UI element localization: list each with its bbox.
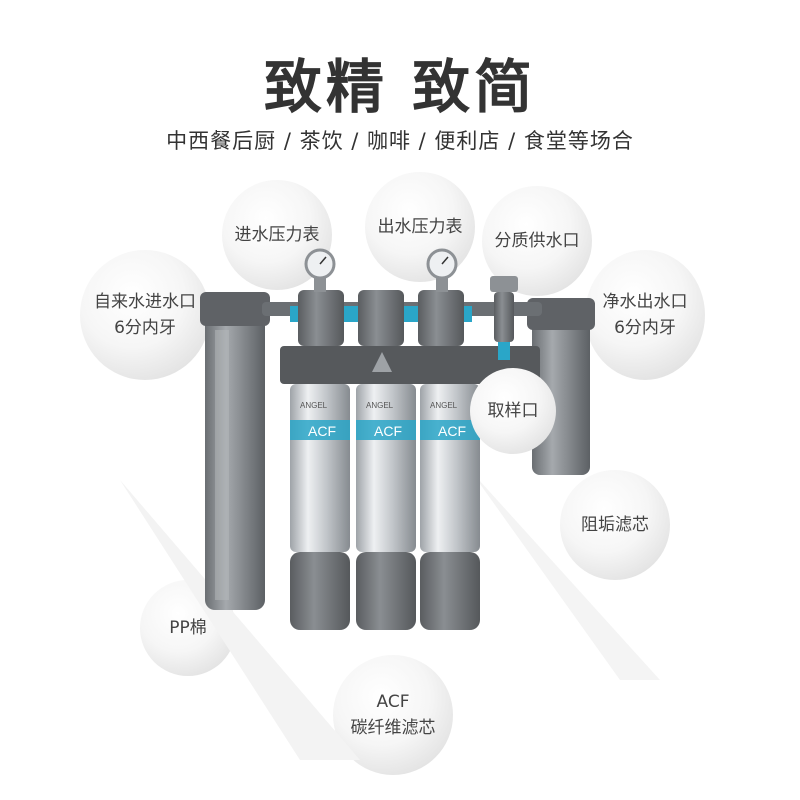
cartridge-1: ANGEL ACF — [290, 384, 350, 630]
cartridge-1-brand: ANGEL — [300, 401, 328, 410]
bubble-clean-outlet: 净水出水口 6分内牙 — [585, 250, 705, 380]
label-raw-inlet-line2: 6分内牙 — [114, 318, 176, 338]
cartridge-2: ANGEL ACF — [356, 384, 416, 630]
cartridge-heads — [290, 290, 472, 346]
page-subtitle: 中西餐后厨 / 茶饮 / 咖啡 / 便利店 / 食堂等场合 — [166, 129, 634, 153]
cartridge-3-brand: ANGEL — [430, 401, 458, 410]
brand-logo-icon — [372, 352, 392, 372]
bubble-sample-port: 取样口 — [470, 368, 556, 454]
outlet-pressure-gauge — [426, 248, 458, 292]
cartridge-3: ANGEL ACF — [420, 384, 480, 630]
label-acf-line1: ACF — [376, 692, 410, 712]
inlet-pressure-gauge — [304, 248, 336, 292]
label-scale-filter: 阻垢滤芯 — [581, 515, 649, 535]
label-outlet-gauge: 出水压力表 — [377, 217, 463, 237]
page-title: 致精 致简 — [263, 53, 537, 121]
label-acf-line2: 碳纤维滤芯 — [350, 718, 436, 738]
cartridge-2-brand: ANGEL — [366, 401, 394, 410]
pp-housing — [200, 292, 270, 610]
label-inlet-gauge: 进水压力表 — [234, 225, 320, 245]
label-clean-outlet-line1: 净水出水口 — [602, 292, 688, 312]
bubble-scale-filter: 阻垢滤芯 — [560, 470, 670, 580]
manifold-bar — [280, 346, 540, 384]
cartridge-3-label: ACF — [438, 423, 466, 439]
bubble-raw-inlet: 自来水进水口 6分内牙 — [80, 250, 210, 380]
label-raw-inlet-line1: 自来水进水口 — [94, 292, 196, 312]
label-clean-outlet-line2: 6分内牙 — [614, 318, 676, 338]
cartridge-2-label: ACF — [374, 423, 402, 439]
split-supply-valve — [490, 276, 518, 360]
cartridge-1-label: ACF — [308, 423, 336, 439]
label-pp-cotton: PP棉 — [169, 618, 207, 638]
label-split-supply: 分质供水口 — [494, 231, 580, 251]
label-sample-port: 取样口 — [487, 401, 539, 421]
